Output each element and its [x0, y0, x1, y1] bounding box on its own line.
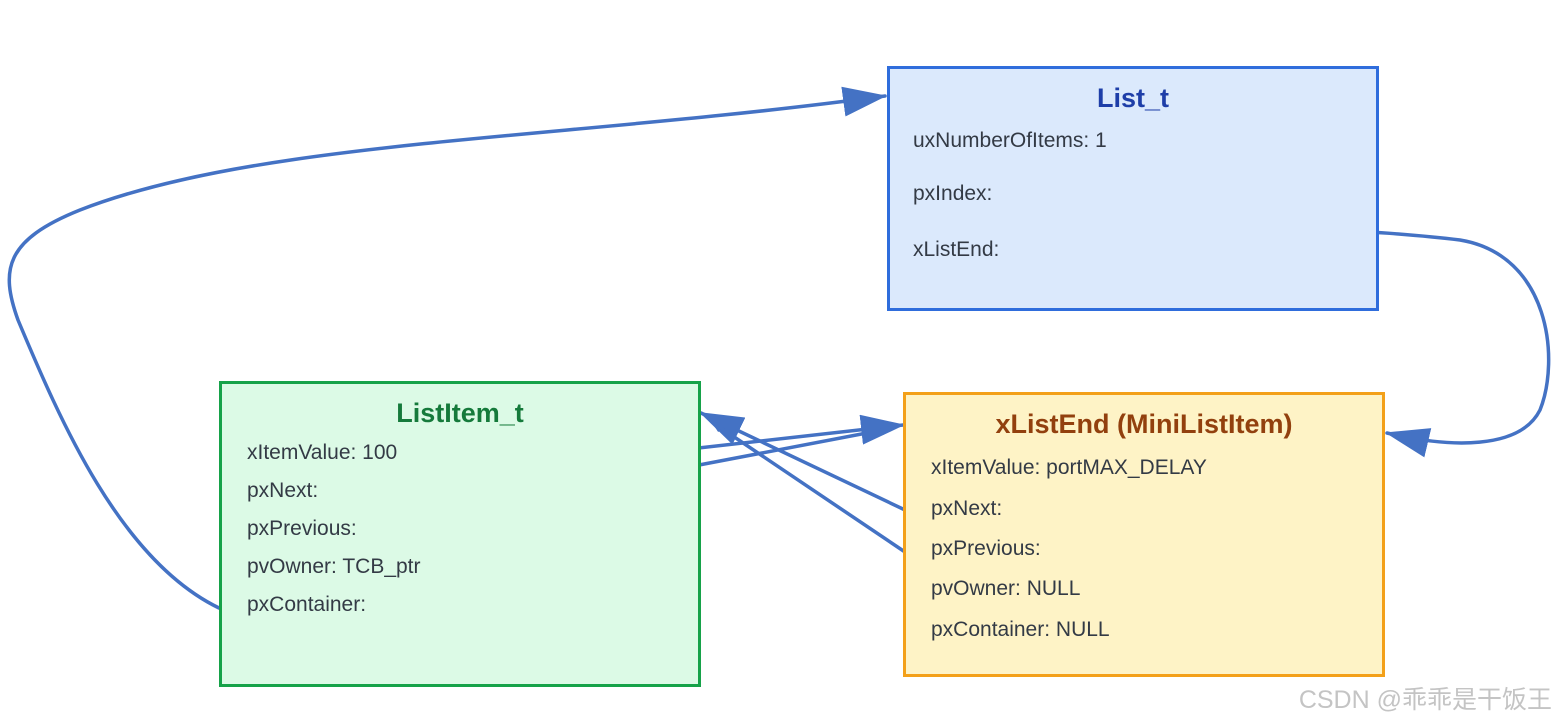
list-field-ux-number-of-items: uxNumberOfItems: 1 — [913, 129, 1107, 152]
arrow-end-previous-to-item — [710, 420, 907, 554]
list-field-x-list-end: xListEnd: — [913, 238, 1000, 261]
list-field-px-index: pxIndex: — [913, 182, 993, 205]
end-field-pv-owner: pvOwner: NULL — [931, 577, 1081, 600]
item-field-px-previous: pxPrevious: — [247, 517, 357, 540]
list-t-box: List_t uxNumberOfItems: 1 pxIndex: xList… — [887, 66, 1379, 311]
item-field-pv-owner: pvOwner: TCB_ptr — [247, 555, 421, 578]
x-list-end-title: xListEnd (MiniListItem) — [995, 409, 1293, 439]
arrow-item-container-to-list — [7, 86, 887, 610]
list-item-t-title: ListItem_t — [396, 398, 524, 428]
list-t-title: List_t — [1096, 83, 1169, 113]
end-field-px-container: pxContainer: NULL — [931, 618, 1110, 641]
list-item-t-box: ListItem_t xItemValue: 100 pxNext: pxPre… — [219, 381, 701, 687]
item-field-px-container: pxContainer: — [247, 593, 367, 616]
item-field-x-item-value: xItemValue: 100 — [247, 441, 398, 464]
arrow-end-next-to-item — [699, 411, 907, 512]
end-field-px-previous: pxPrevious: — [931, 537, 1041, 560]
end-field-px-next: pxNext: — [931, 497, 1003, 520]
x-list-end-box: xListEnd (MiniListItem) xItemValue: port… — [903, 392, 1385, 677]
end-field-x-item-value: xItemValue: portMAX_DELAY — [931, 456, 1207, 479]
item-field-px-next: pxNext: — [247, 479, 319, 502]
watermark: CSDN @乖乖是干饭王 — [1298, 686, 1552, 714]
